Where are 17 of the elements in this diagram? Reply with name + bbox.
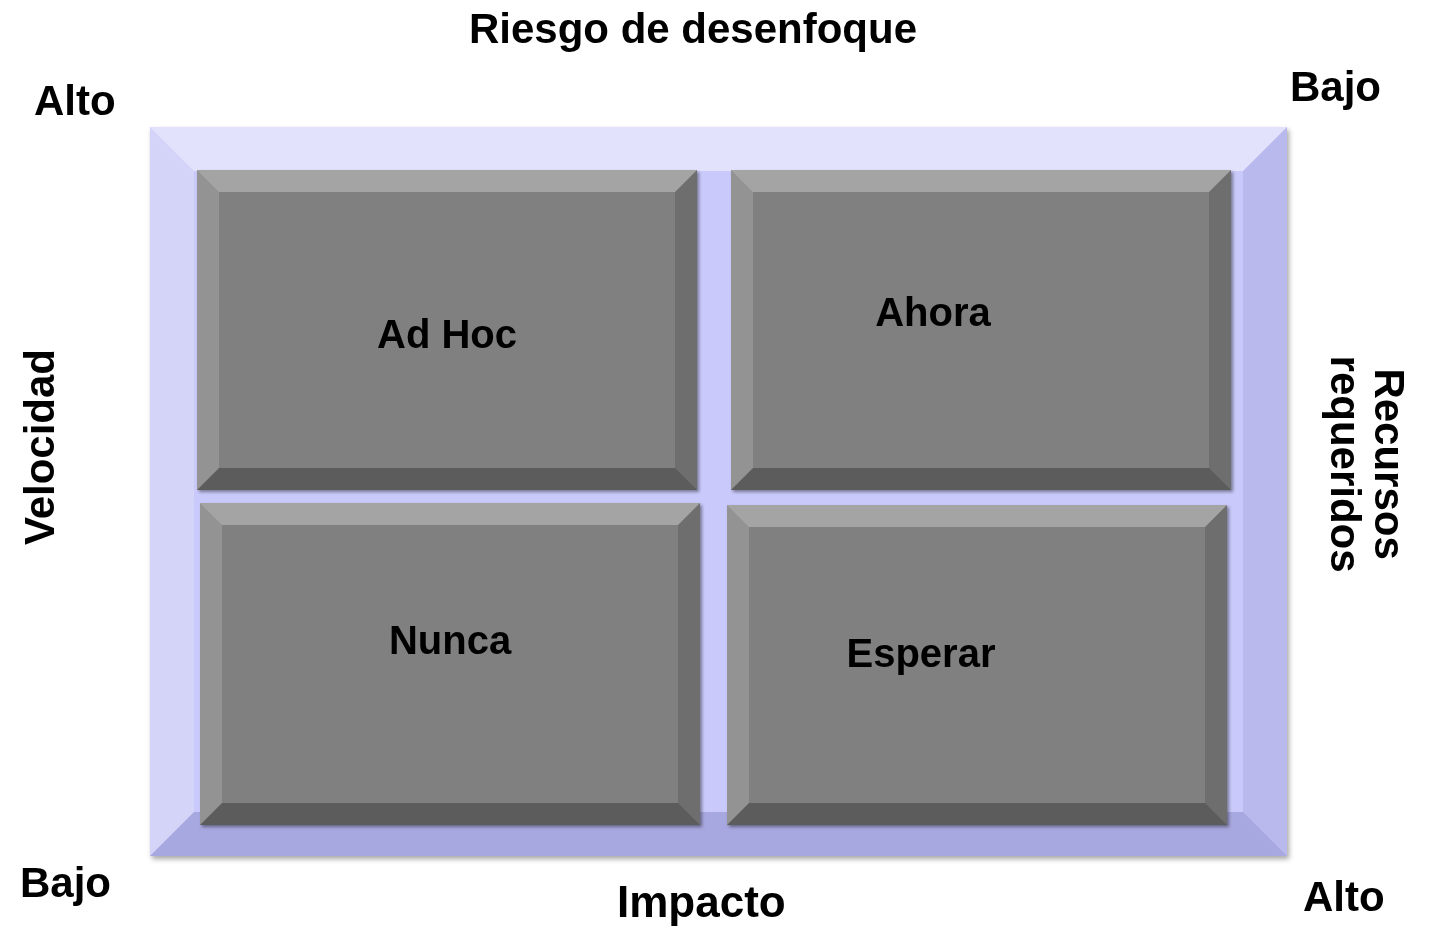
matrix-frame	[150, 127, 1287, 856]
quadrant-box	[731, 170, 1231, 490]
quadrant-label: Ahora	[875, 289, 991, 335]
quadrant-label: Esperar	[846, 630, 996, 676]
axis-label: Velocidad	[19, 347, 61, 548]
quadrant-label: Nunca	[388, 617, 512, 663]
axis-title: Impacto	[617, 880, 786, 924]
axis-label: Recursos requeridos	[1322, 354, 1412, 575]
quadrant-box	[727, 505, 1227, 825]
quadrant-box	[200, 503, 700, 825]
scale-label: Alto	[1303, 876, 1385, 918]
axis-title: Riesgo de desenfoque	[467, 8, 919, 50]
quadrant-label: Ad Hoc	[377, 311, 517, 357]
scale-label: Bajo	[1290, 66, 1381, 108]
quadrant-box	[197, 170, 697, 490]
scale-label: Bajo	[20, 862, 111, 904]
scale-label: Alto	[34, 80, 116, 122]
